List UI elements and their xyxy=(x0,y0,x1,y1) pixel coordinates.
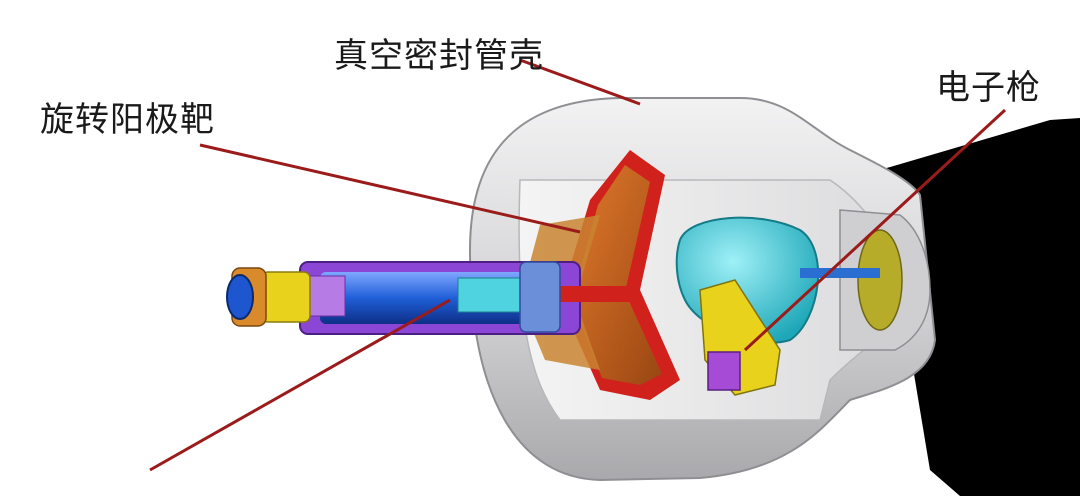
leader-line-shaft xyxy=(149,298,451,472)
leader-line-anode xyxy=(199,143,581,234)
anode-bearing-block xyxy=(519,261,561,333)
rotor-shaft-cyan-bearing xyxy=(457,277,531,313)
leader-line-housing xyxy=(519,58,641,106)
rotor-shaft-purple-collar xyxy=(304,275,346,317)
label-electron-gun: 电子枪 xyxy=(936,68,1041,108)
rotor-shaft-end-cap xyxy=(226,274,254,320)
electron-gun-purple-block xyxy=(707,351,741,391)
label-rotating-anode: 旋转阳极靶 xyxy=(40,100,215,140)
rotor-shaft-yellow-ring xyxy=(261,271,311,323)
electron-gun-rod xyxy=(800,268,880,278)
cathode-end-cap xyxy=(857,229,903,331)
anode-stem xyxy=(540,286,630,302)
leader-line-gun xyxy=(743,108,1007,352)
label-vacuum-housing: 真空密封管壳 xyxy=(334,36,544,76)
dark-backdrop xyxy=(880,118,1080,496)
